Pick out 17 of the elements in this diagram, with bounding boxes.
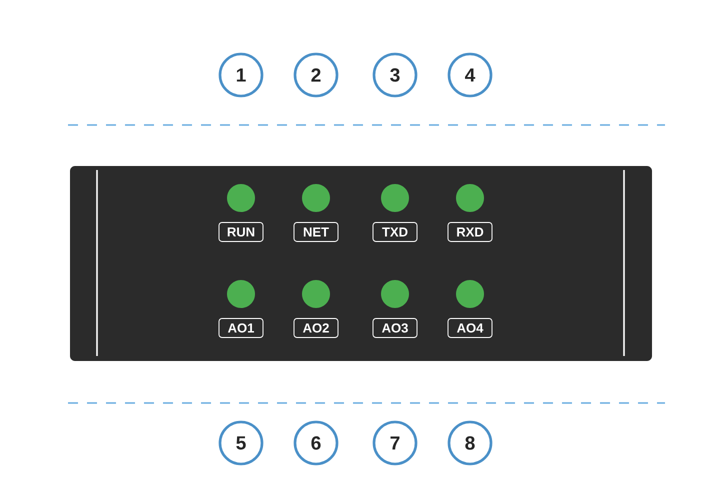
callout-number: 8 bbox=[448, 420, 492, 466]
led-label: RXD bbox=[448, 222, 492, 242]
led-label: AO1 bbox=[218, 318, 264, 338]
callout-number: 2 bbox=[294, 52, 338, 98]
callout-number: 3 bbox=[372, 52, 418, 98]
callout-number: 6 bbox=[294, 420, 338, 466]
callout-number: 1 bbox=[218, 52, 264, 98]
callout-number: 5 bbox=[218, 420, 264, 466]
led-label: AO3 bbox=[372, 318, 418, 338]
device-panel bbox=[70, 166, 652, 361]
callout-number: 4 bbox=[448, 52, 492, 98]
led-label: TXD bbox=[372, 222, 418, 242]
led-label: RUN bbox=[218, 222, 264, 242]
led-label: NET bbox=[294, 222, 338, 242]
callout-number: 7 bbox=[372, 420, 418, 466]
led-label: AO4 bbox=[448, 318, 492, 338]
led-label: AO2 bbox=[294, 318, 338, 338]
